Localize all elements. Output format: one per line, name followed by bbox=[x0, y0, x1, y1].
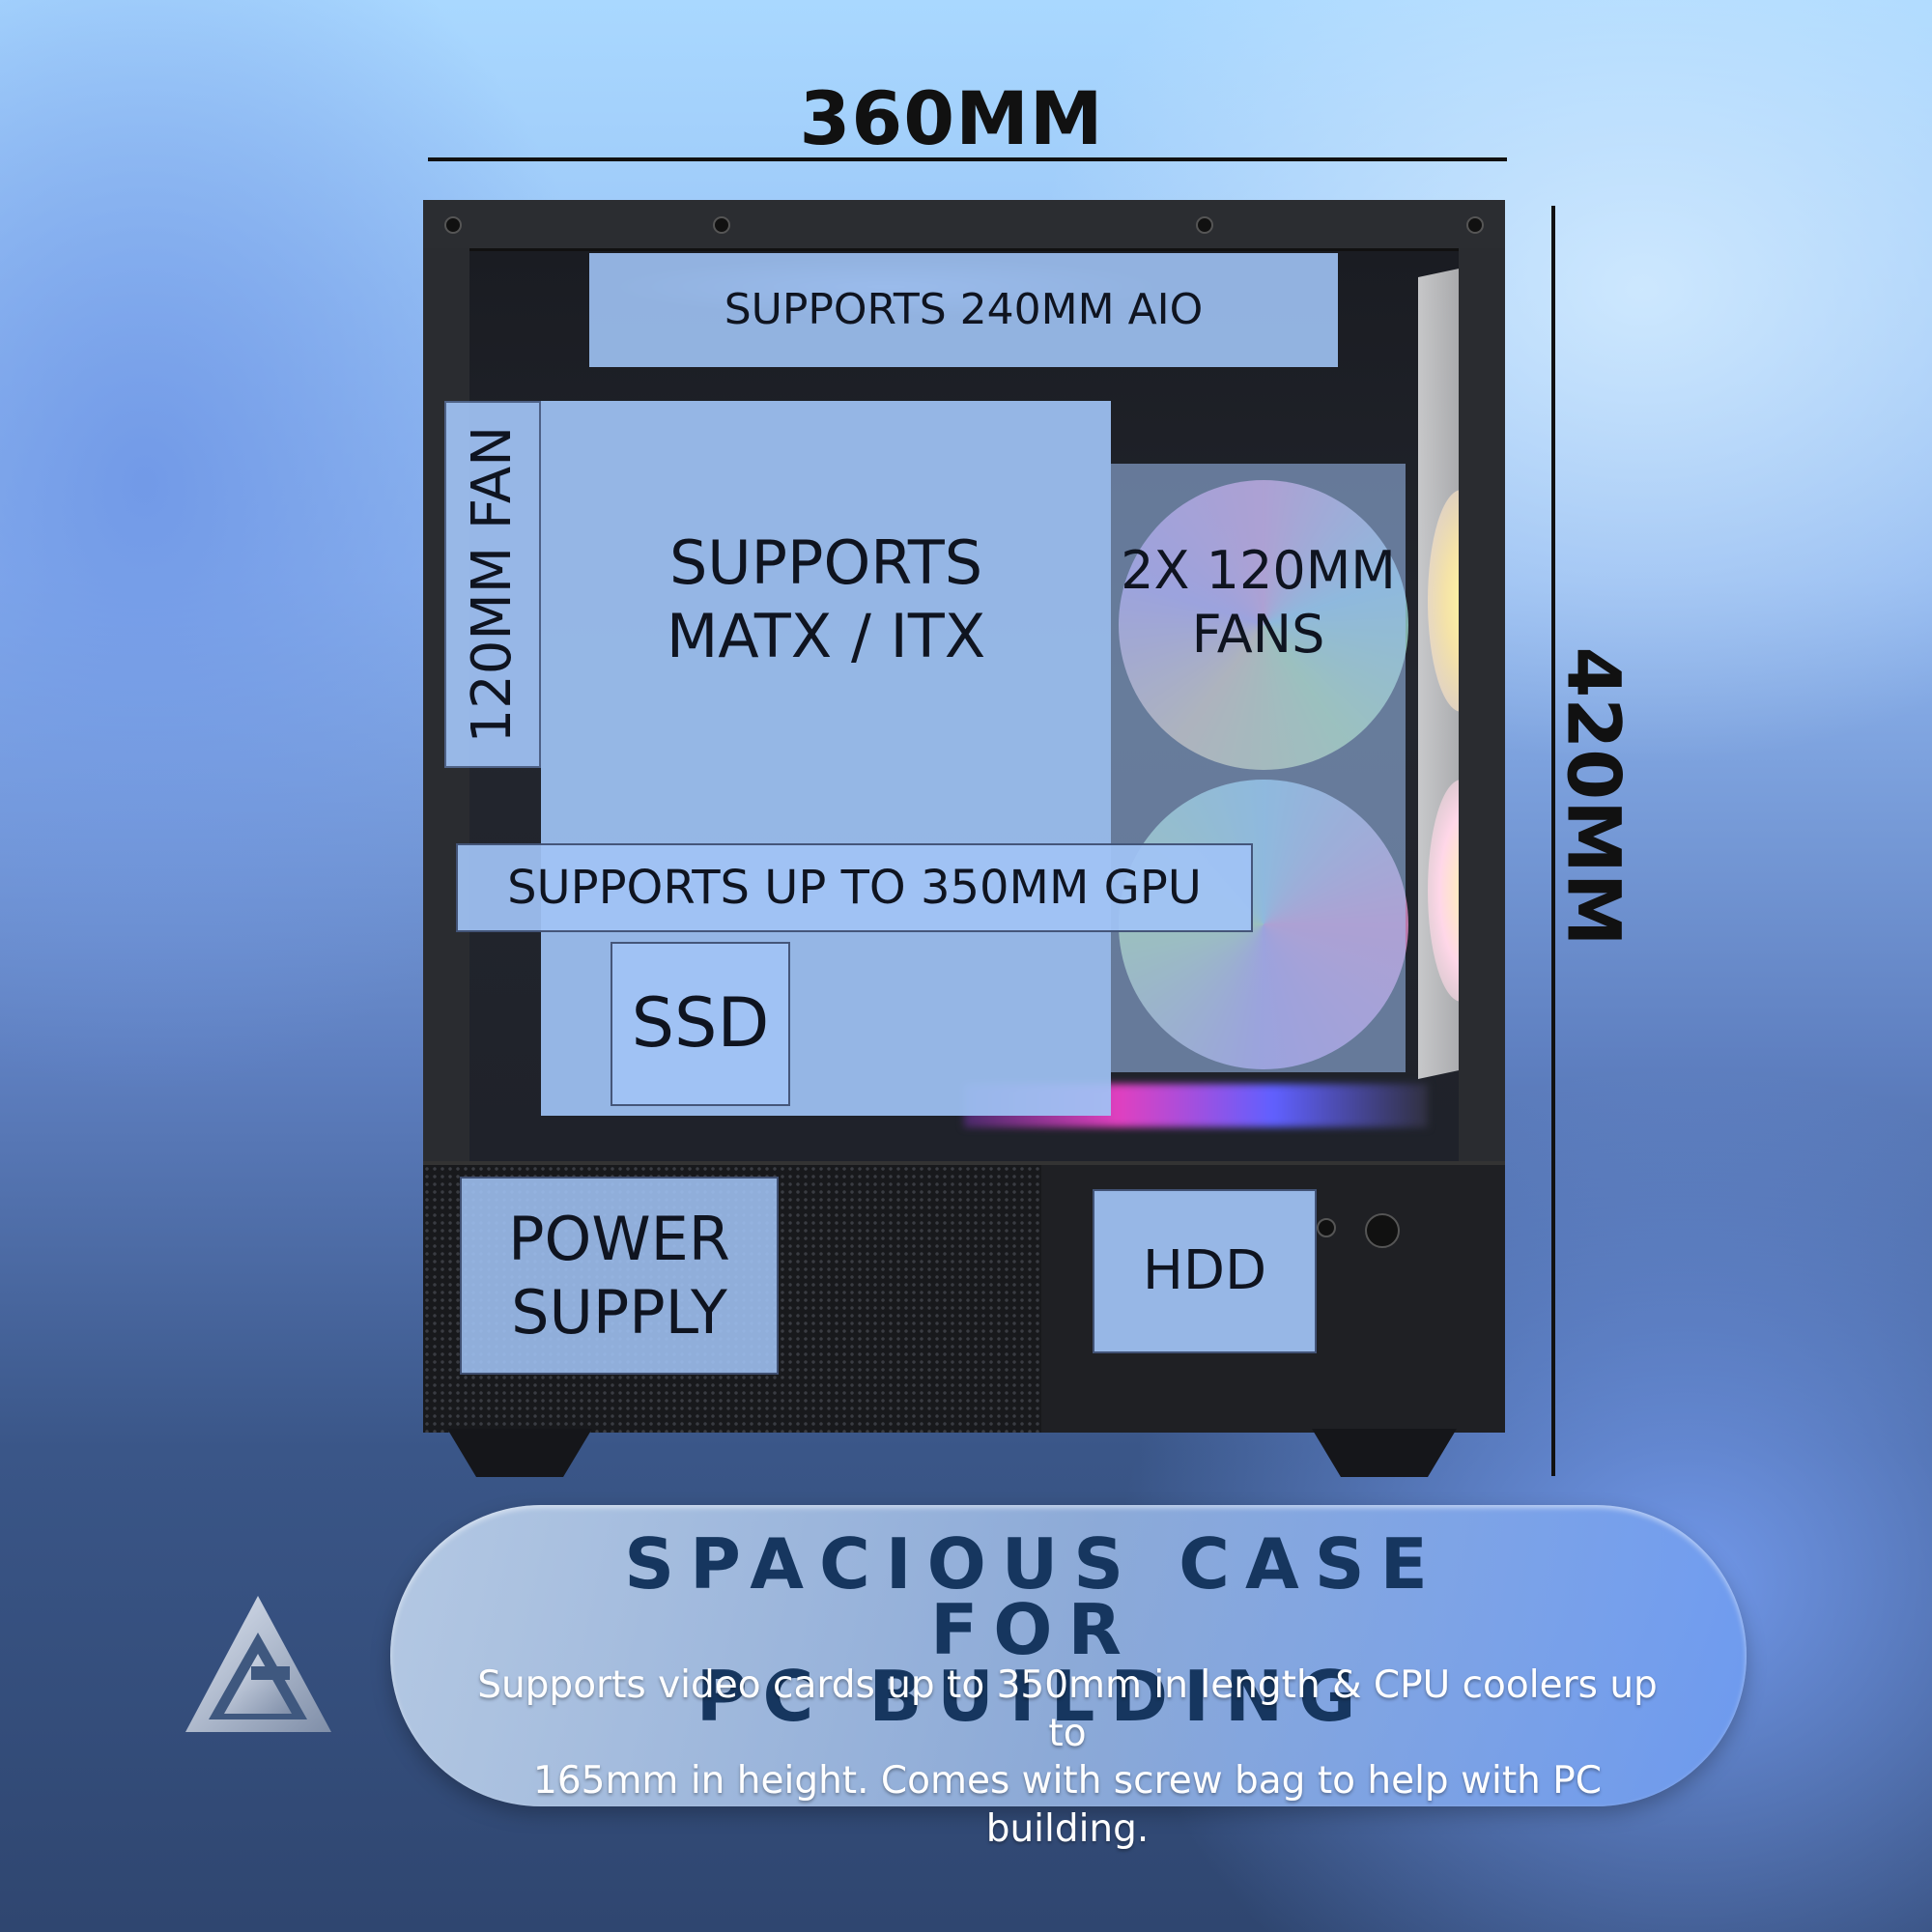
aio-support-zone: SUPPORTS 240MM AIO bbox=[589, 253, 1338, 367]
case-top-panel bbox=[423, 200, 1505, 251]
front-fans-zone: 2X 120MM FANS bbox=[1111, 464, 1406, 1072]
screw-icon bbox=[1196, 216, 1213, 234]
front-fans-label-line2: FANS bbox=[1191, 603, 1325, 665]
rear-fan-label: 120MM FAN bbox=[460, 425, 524, 744]
io-button-icon bbox=[1317, 1218, 1336, 1237]
power-button-icon bbox=[1365, 1213, 1400, 1248]
banner-title: SPACIOUS CASE FOR PC BUILDING bbox=[502, 1523, 1565, 1737]
psu-label-line2: SUPPLY bbox=[511, 1276, 727, 1348]
screw-icon bbox=[444, 216, 462, 234]
psu-zone: POWER SUPPLY bbox=[460, 1177, 779, 1375]
banner-desc-line1: Supports video cards up to 350mm in leng… bbox=[477, 1663, 1658, 1755]
psu-label-line1: POWER bbox=[508, 1203, 730, 1274]
case-foot-right bbox=[1312, 1429, 1457, 1477]
banner-title-line1: SPACIOUS CASE FOR bbox=[624, 1523, 1443, 1671]
aio-support-label: SUPPORTS 240MM AIO bbox=[724, 285, 1204, 335]
brand-triangle-logo-icon bbox=[185, 1596, 331, 1732]
motherboard-label-line2: MATX / ITX bbox=[666, 600, 986, 671]
width-dimension-label: 360MM bbox=[799, 75, 1104, 161]
rear-fan-zone: 120MM FAN bbox=[444, 401, 541, 768]
front-fans-label-line1: 2X 120MM bbox=[1121, 540, 1396, 601]
width-dimension-line bbox=[428, 157, 1507, 161]
height-dimension-label: 420MM bbox=[1550, 646, 1637, 947]
height-dimension-line bbox=[1551, 206, 1555, 1476]
gpu-zone: SUPPORTS UP TO 350MM GPU bbox=[456, 843, 1253, 932]
ssd-label: SSD bbox=[631, 983, 770, 1064]
case-foot-left bbox=[447, 1429, 592, 1477]
feature-banner bbox=[390, 1505, 1747, 1806]
hdd-label: HDD bbox=[1142, 1238, 1267, 1302]
hdd-zone: HDD bbox=[1093, 1189, 1317, 1353]
banner-description: Supports video cards up to 350mm in leng… bbox=[454, 1662, 1681, 1853]
gpu-label: SUPPORTS UP TO 350MM GPU bbox=[507, 860, 1202, 915]
motherboard-label-line1: SUPPORTS bbox=[668, 527, 983, 598]
screw-icon bbox=[713, 216, 730, 234]
screw-icon bbox=[1466, 216, 1484, 234]
banner-desc-line2: 165mm in height. Comes with screw bag to… bbox=[533, 1759, 1602, 1851]
banner-title-line2: PC BUILDING bbox=[696, 1655, 1372, 1737]
ssd-zone: SSD bbox=[611, 942, 790, 1106]
